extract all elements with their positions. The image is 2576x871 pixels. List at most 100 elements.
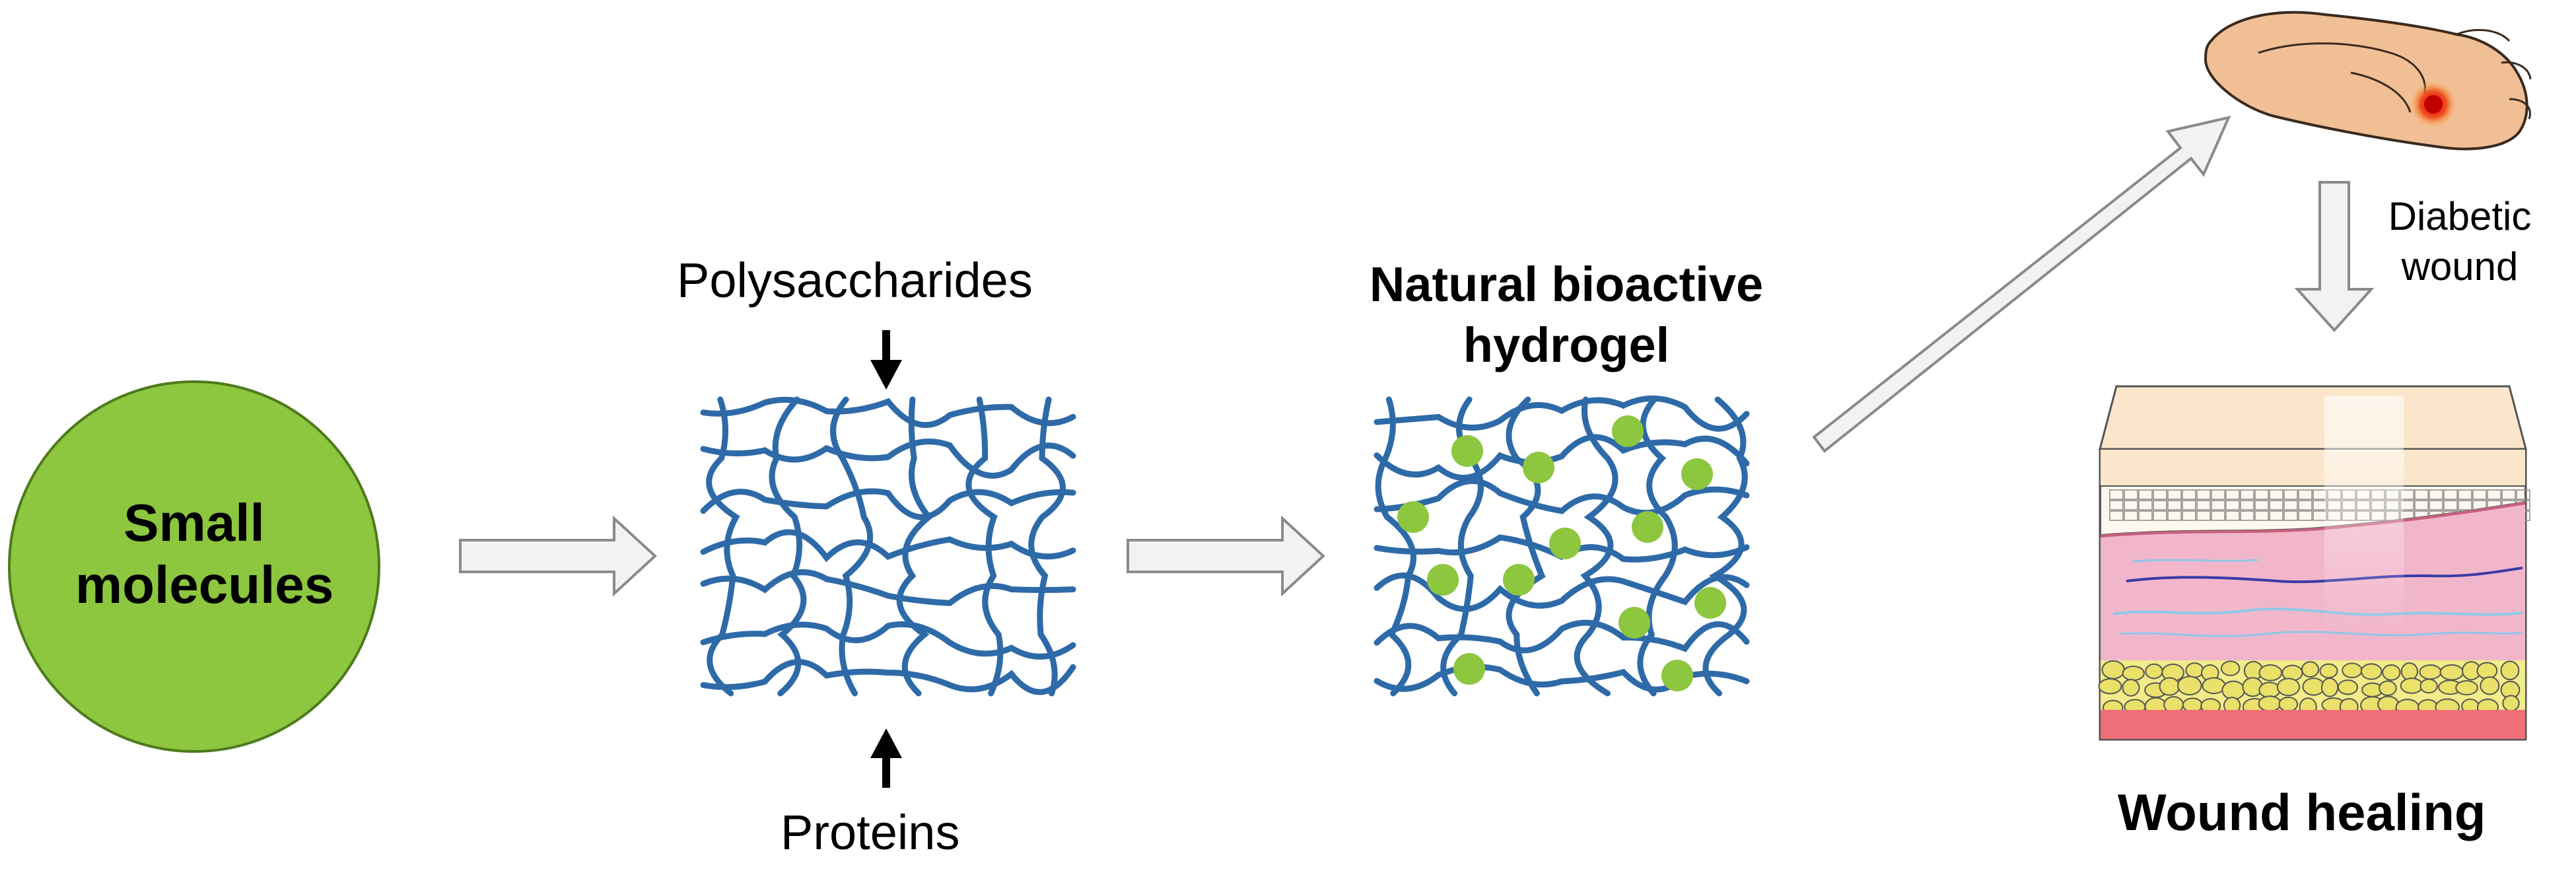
fat-cell [2455,679,2478,696]
epidermis-cell [2182,500,2196,510]
network-strand [700,438,1076,479]
fat-cell [2319,663,2338,679]
epidermis-cell [2182,489,2196,500]
epidermis-cell [2298,510,2313,521]
fat-cell [2480,676,2500,695]
bioactive-particle [1619,607,1650,639]
network-strand [1374,434,1750,481]
bioactive-particle [1549,528,1581,559]
epidermis-cell [2153,500,2167,510]
network-strand [769,396,807,697]
epidermis-cell [2196,510,2211,521]
epidermis-cell [2138,510,2153,521]
fat-cell [2400,662,2418,681]
diabetic-wound-line2: wound [2401,244,2519,289]
epidermis-cell [2516,489,2530,500]
network-strand [1574,396,1619,697]
fat-cell [2379,680,2397,696]
epidermis-cell [2240,510,2254,521]
epidermis-cell [2414,500,2429,510]
network-strand [706,396,740,697]
epidermis-cell [2443,500,2458,510]
network-strand [1637,396,1678,697]
bioactive-particle [1612,415,1644,447]
proteins-label: Proteins [781,805,960,860]
hydrogel-particles [1397,415,1726,691]
small-molecules-line2: molecules [75,555,334,614]
network-strand [700,396,1076,429]
bioactive-particle [1503,564,1535,596]
epidermis-cell [2124,489,2138,500]
network-strand [1028,396,1066,697]
fat-cell [2342,662,2363,679]
fat-cell [2382,664,2401,681]
epidermis-cell [2458,500,2472,510]
epidermis-cell [2109,489,2124,500]
fat-cell [2500,660,2520,681]
small-molecules-line1: Small [123,493,265,552]
process-arrow-2 [1127,515,1325,597]
network-strand [830,396,874,697]
small-molecules-circle [8,380,380,753]
fat-cell [2400,678,2423,694]
epidermis-cell [2109,510,2124,521]
fat-cell [2258,695,2282,712]
process-arrow-1 [459,515,657,597]
epidermis-cell [2167,510,2182,521]
network-strand [1702,396,1748,697]
epidermis-cell [2167,489,2182,500]
epidermis-cell [2254,510,2269,521]
fat-cell [2221,680,2245,700]
epidermis-cell [2196,500,2211,510]
network-strand [1375,396,1416,697]
network-strand [896,396,933,697]
bioactive-particle [1694,587,1726,619]
epidermis-cell [2167,500,2182,510]
wound-healing-label: Wound healing [2118,783,2486,841]
epidermis-cell [2501,489,2516,500]
fat-cell [2098,678,2122,695]
fat-cell [2122,666,2145,681]
epidermis-cell [2182,510,2196,521]
network-strand [965,396,1004,697]
epidermis-cell [2458,489,2472,500]
epidermis-cell [2153,510,2167,521]
epidermis-cell [2283,500,2298,510]
epidermis-cell [2211,489,2225,500]
polysaccharides-arrow [870,330,902,390]
network-strand [700,569,1076,606]
bioactive-particle [1661,660,1693,691]
epidermis-cell [2138,500,2153,510]
fat-cell [2122,679,2140,697]
epidermis-cell [2283,510,2298,521]
hydrogel-line2: hydrogel [1463,318,1670,372]
epidermis-cell [2298,489,2313,500]
bioactive-particle [1681,458,1713,490]
network-strand [700,529,1076,563]
epidermis-cell [2429,489,2443,500]
polymer-network [700,396,1076,697]
epidermis-cell [2254,489,2269,500]
epidermis-cell [2109,500,2124,510]
epidermis-cell [2225,500,2240,510]
epidermis-cell [2138,489,2153,500]
bioactive-particle [1451,435,1483,467]
fat-cell [2276,678,2301,697]
fat-cell [2258,681,2281,699]
fat-cell [2476,662,2498,679]
fat-cell [2439,664,2464,681]
epidermis-cell [2124,500,2138,510]
epidermis-cell [2414,489,2429,500]
proteins-arrow [870,728,902,788]
epidermis-cell [2225,489,2240,500]
network-strand [1506,396,1546,697]
epidermis-cell [2487,489,2501,500]
fat-cell [2360,663,2383,680]
network-strand [700,659,1076,695]
epidermis-cell [2211,510,2225,521]
epidermis-cell [2196,489,2211,500]
epidermis-cell [2283,489,2298,500]
fat-cell [2278,696,2299,713]
